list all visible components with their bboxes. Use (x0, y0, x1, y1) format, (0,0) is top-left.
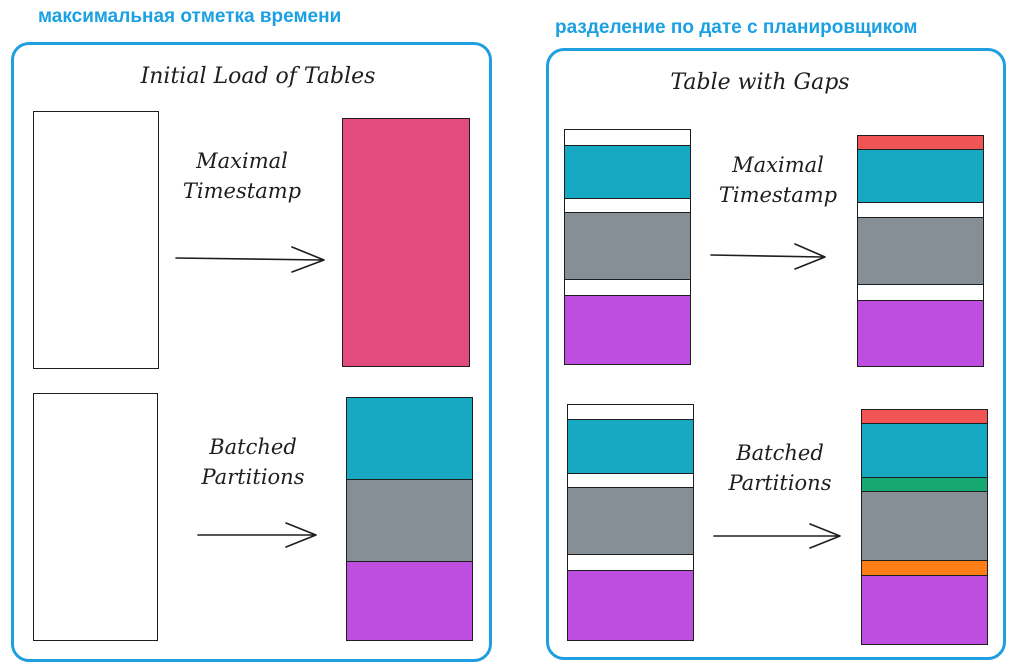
gap-white (564, 279, 691, 296)
partition-gray (567, 487, 694, 555)
right-panel-title: Table with Gaps (670, 70, 850, 95)
gap-white (567, 473, 694, 488)
arrow-right-icon (175, 246, 325, 273)
partition-gray (857, 217, 984, 285)
partition-teal (567, 419, 694, 474)
batched-partitions-label-left: Batched Partitions (178, 432, 328, 492)
gap-white (857, 202, 984, 218)
partition-purple (857, 300, 984, 367)
loaded-table-single-block (342, 118, 470, 367)
gap-white (857, 284, 984, 301)
partition-teal (564, 145, 691, 199)
empty-source-table-top (33, 111, 159, 369)
gap-white (567, 404, 694, 420)
partition-teal (861, 423, 988, 478)
source-table-with-gaps-bottom (567, 404, 694, 641)
filled-gap-green (861, 477, 988, 492)
batched-partitions-table (346, 397, 473, 641)
partition-purple (861, 575, 988, 645)
partition-purple (567, 570, 694, 641)
label-line-2: Timestamp (182, 179, 302, 203)
left-panel-header: максимальная отметка времени (38, 6, 342, 27)
partition-gray (564, 212, 691, 280)
batched-partitions-label-right: Batched Partitions (705, 438, 855, 498)
left-panel-title: Initial Load of Tables (140, 64, 376, 89)
result-table-batched-partitions (861, 409, 988, 645)
label-line-1: Batched (736, 441, 824, 465)
partition-teal (346, 397, 473, 480)
label-line-1: Maximal (196, 149, 288, 173)
label-line-2: Partitions (728, 471, 832, 495)
right-panel-header: разделение по дате с планировщиком (555, 17, 918, 38)
gap-white (564, 198, 691, 213)
label-line-1: Maximal (732, 153, 824, 177)
label-line-2: Timestamp (718, 183, 838, 207)
gap-white (567, 554, 694, 571)
partition-purple (346, 561, 473, 641)
partition-gray (861, 491, 988, 561)
partition-purple (564, 295, 691, 365)
label-line-2: Partitions (201, 465, 305, 489)
empty-source-table-bottom (33, 393, 158, 641)
arrow-right-icon (197, 522, 317, 548)
maximal-timestamp-label-right: Maximal Timestamp (698, 150, 858, 210)
new-rows-red (861, 409, 988, 424)
maximal-timestamp-label-left: Maximal Timestamp (162, 146, 322, 206)
arrow-right-icon (713, 523, 841, 549)
label-line-1: Batched (209, 435, 297, 459)
source-table-with-gaps-top (564, 129, 691, 365)
new-rows-red (857, 135, 984, 150)
arrow-right-icon (710, 243, 826, 270)
gap-white (564, 129, 691, 146)
result-table-maximal-timestamp (857, 135, 984, 367)
partition-teal (857, 149, 984, 203)
partition-gray (346, 479, 473, 562)
filled-gap-orange (861, 560, 988, 576)
